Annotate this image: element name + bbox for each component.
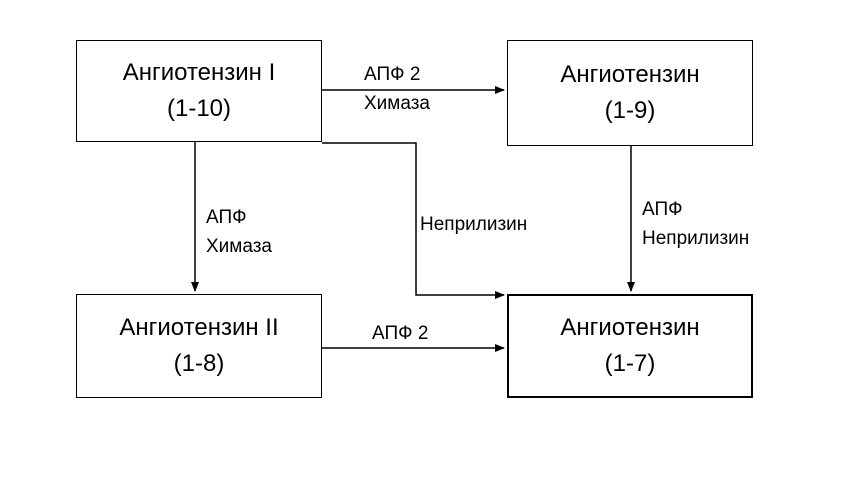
- node-angiotensin-1-7: Ангиотензин (1-7): [507, 294, 753, 398]
- node-angiotensin-1-9: Ангиотензин (1-9): [507, 40, 753, 146]
- edge-label-line: АПФ 2: [372, 323, 429, 344]
- node-range: (1-9): [604, 97, 656, 124]
- node-range: (1-10): [166, 95, 232, 122]
- edge-label-line: Неприлизин: [420, 214, 528, 235]
- edge-label-line: Химаза: [206, 236, 272, 257]
- edge-label-ang19-to-ang17: АПФ Неприлизин: [642, 195, 749, 253]
- edge-label-ang2-to-ang17: АПФ 2: [372, 319, 428, 348]
- node-range: (1-8): [173, 350, 225, 377]
- edge-label-ang1-to-ang17: Неприлизин: [420, 210, 527, 239]
- edge-label-line: АПФ: [642, 199, 683, 220]
- node-range: (1-7): [604, 350, 656, 377]
- edge-label-ang1-to-ang19: АПФ 2 Химаза: [364, 60, 430, 118]
- node-name: Ангиотензин II: [119, 314, 279, 341]
- node-name: Ангиотензин: [560, 314, 700, 341]
- node-name: Ангиотензин: [560, 61, 700, 88]
- edge-label-line: АПФ 2: [364, 64, 421, 85]
- node-angiotensin-1: Ангиотензин I (1-10): [76, 40, 322, 142]
- edge-label-line: Неприлизин: [642, 228, 750, 249]
- arrow-ang1-to-ang17: [322, 142, 505, 299]
- edge-label-ang1-to-ang2: АПФ Химаза: [206, 203, 272, 261]
- node-name: Ангиотензин I: [122, 59, 276, 86]
- edge-label-line: АПФ: [206, 207, 247, 228]
- edge-label-line: Химаза: [364, 93, 430, 114]
- node-angiotensin-2: Ангиотензин II (1-8): [76, 294, 322, 398]
